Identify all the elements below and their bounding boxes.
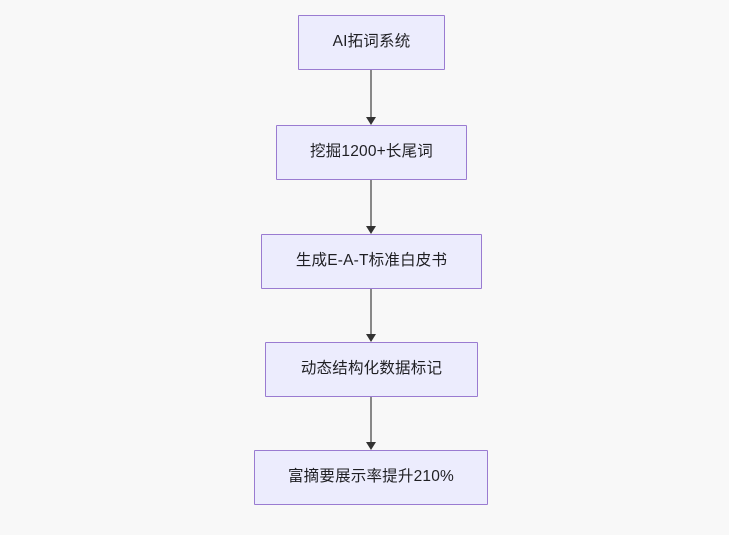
flowchart-node-label: 动态结构化数据标记: [300, 360, 443, 378]
flowchart-node-n5[interactable]: 富摘要展示率提升210%: [254, 450, 488, 505]
flowchart-node-label: 富摘要展示率提升210%: [287, 468, 455, 486]
edge-n1-n2: [366, 70, 376, 125]
flowchart-node-n4[interactable]: 动态结构化数据标记: [265, 342, 478, 397]
flowchart-node-n3[interactable]: 生成E-A-T标准白皮书: [261, 234, 482, 289]
flowchart-node-label: 挖掘1200+长尾词: [309, 143, 434, 161]
edge-n3-n4: [366, 289, 376, 342]
edge-n2-n3: [366, 180, 376, 234]
flowchart-node-n1[interactable]: AI拓词系统: [298, 15, 445, 70]
flowchart-node-n2[interactable]: 挖掘1200+长尾词: [276, 125, 467, 180]
edge-n4-n5: [366, 397, 376, 450]
flowchart-node-label: 生成E-A-T标准白皮书: [295, 252, 448, 270]
flowchart-node-label: AI拓词系统: [332, 33, 411, 51]
